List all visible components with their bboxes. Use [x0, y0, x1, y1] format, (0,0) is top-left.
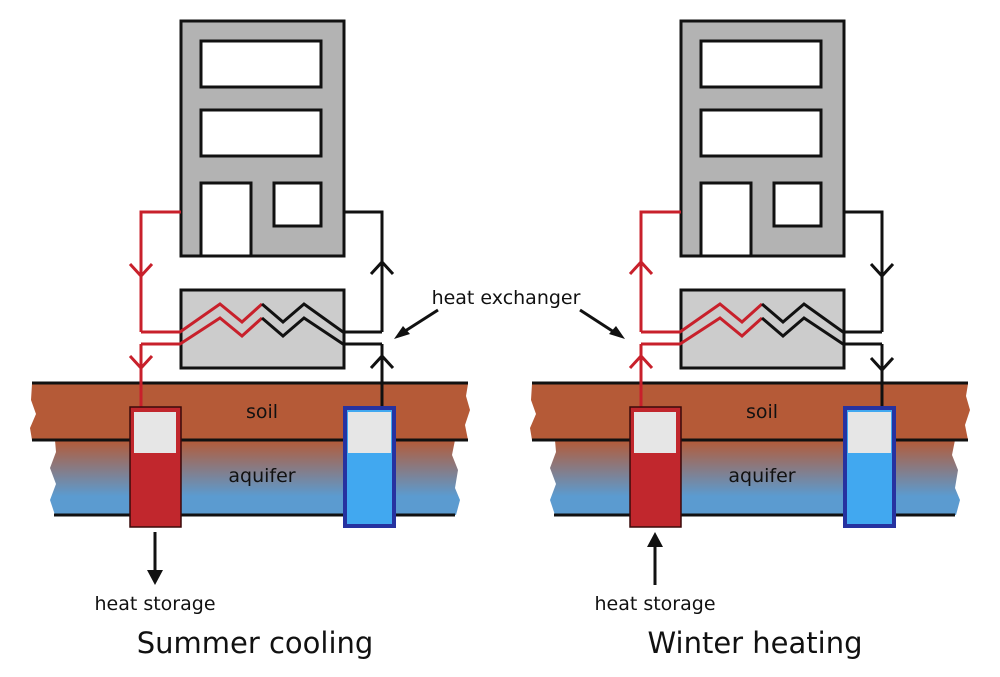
cold-pipe-building — [344, 210, 384, 332]
cold-well — [843, 406, 896, 528]
arrowhead-icon — [609, 326, 625, 339]
heat-exchanger — [141, 288, 382, 370]
cold-coil — [761, 316, 882, 346]
cold-coil — [261, 316, 382, 346]
flow-arrow-up-icon — [369, 353, 395, 370]
building-door — [199, 181, 253, 258]
heat-storage-label: heat storage — [94, 593, 215, 615]
warm-well-empty-space — [634, 412, 676, 453]
warm-coil — [141, 302, 264, 334]
flow-arrow-down-icon — [869, 262, 895, 279]
heat-storage-label: heat storage — [594, 593, 715, 615]
building-window — [699, 108, 823, 158]
cold-well-empty-space — [848, 412, 891, 453]
building-window — [699, 39, 823, 89]
flow-arrow-down-icon — [869, 356, 895, 373]
heat-exchanger-body — [179, 288, 346, 370]
aquifer-label: aquifer — [228, 465, 295, 487]
panel-title: Winter heating — [647, 626, 862, 660]
aquifer-label: aquifer — [728, 465, 795, 487]
building-window — [272, 181, 323, 228]
flow-arrow-up-icon — [628, 259, 654, 276]
building-door — [699, 181, 753, 258]
warm-pipe-building — [639, 210, 681, 332]
cold-pipe-building — [844, 210, 884, 332]
heat-exchanger-body — [679, 288, 846, 370]
cold-coil — [261, 302, 382, 334]
flow-arrow-up-icon — [628, 353, 654, 370]
building-icon — [679, 19, 846, 258]
cold-well-empty-space — [348, 412, 391, 453]
flow-arrow-down-icon — [128, 354, 154, 371]
panel-title: Summer cooling — [137, 626, 374, 660]
building-window — [772, 181, 823, 228]
building-window — [199, 108, 323, 158]
heat-exchanger — [641, 288, 882, 370]
warm-well — [629, 406, 682, 528]
cold-coil — [761, 302, 882, 334]
heat-exchanger-pointer-left — [394, 308, 439, 339]
heat-exchanger-label: heat exchanger — [432, 287, 581, 309]
warm-coil — [641, 302, 764, 334]
flow-arrow-up-icon — [369, 259, 395, 276]
flow-arrow-down-icon — [128, 262, 154, 279]
soil-label: soil — [246, 401, 278, 423]
warm-well-empty-space — [134, 412, 176, 453]
heat-exchanger-pointer-right — [579, 308, 625, 339]
arrow-down-icon — [147, 570, 163, 585]
soil-label: soil — [746, 401, 778, 423]
warm-coil — [641, 316, 764, 346]
warm-coil — [141, 316, 264, 346]
building-icon — [179, 19, 346, 258]
cold-well — [343, 406, 396, 528]
arrowhead-icon — [394, 326, 410, 339]
arrow-up-icon — [647, 532, 663, 547]
building-window — [199, 39, 323, 89]
warm-pipe-building — [139, 210, 181, 332]
warm-well — [129, 406, 182, 528]
